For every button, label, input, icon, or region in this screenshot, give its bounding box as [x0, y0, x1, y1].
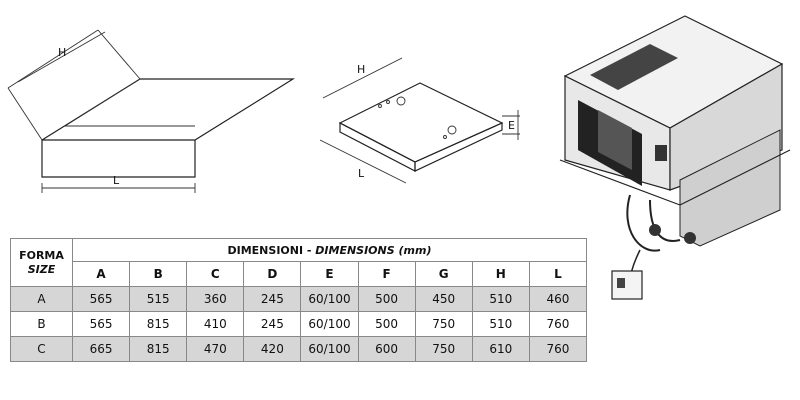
column-header: C	[186, 261, 245, 287]
table-cell: 60/100	[300, 286, 359, 312]
table-cell: 60/100	[300, 336, 359, 362]
table-cell: 420	[243, 336, 302, 362]
row-label: B	[10, 311, 73, 337]
dimensions-table: FORMA SIZE DIMENSIONI - DIMENSIONS (mm) …	[10, 238, 588, 362]
table-cell: 600	[357, 336, 416, 362]
table-cell: 750	[414, 311, 473, 337]
table-cell: 450	[414, 286, 473, 312]
table-cell: 815	[129, 336, 188, 362]
forma-size-header: FORMA SIZE	[10, 238, 73, 287]
table-cell: 510	[471, 286, 530, 312]
row-label: A	[10, 286, 73, 312]
table-cell: 515	[129, 286, 188, 312]
forma-label: FORMA	[19, 248, 64, 262]
table-cell: 610	[471, 336, 530, 362]
table-row: C 665 815 470 420 60/100 600 750 610 760	[10, 336, 588, 362]
panel-diagram: H L E	[319, 57, 520, 184]
dimensions-label-italic: DIMENSIONS (mm)	[315, 243, 432, 257]
tray-diagram: H L	[7, 29, 296, 193]
table-cell: 760	[528, 311, 588, 337]
table-row: B 565 815 410 245 60/100 500 750 510 760	[10, 311, 588, 337]
table-cell: 665	[71, 336, 131, 362]
size-label: SIZE	[27, 262, 56, 276]
panel-l-label: L	[358, 167, 365, 180]
column-header: D	[243, 261, 302, 287]
table-cell: 500	[357, 311, 416, 337]
table-cell: 410	[186, 311, 245, 337]
table-cell: 360	[186, 286, 245, 312]
panel-e-label: E	[508, 119, 515, 132]
column-header: A	[71, 261, 131, 287]
tray-h-label: H	[58, 46, 66, 59]
column-header: G	[414, 261, 473, 287]
table-cell: 815	[129, 311, 188, 337]
column-headers: A B C D E F G H L	[11, 261, 588, 287]
table-row: A 565 515 360 245 60/100 500 450 510 460	[10, 286, 588, 312]
table-cell: 565	[71, 311, 131, 337]
dimensions-label: DIMENSIONI -	[227, 243, 316, 257]
row-label: C	[10, 336, 73, 362]
tray-l-label: L	[113, 174, 120, 187]
table-cell: 565	[71, 286, 131, 312]
table-cell: 750	[414, 336, 473, 362]
table-cell: 245	[243, 286, 302, 312]
table-cell: 500	[357, 286, 416, 312]
column-header: E	[300, 261, 359, 287]
table-cell: 60/100	[300, 311, 359, 337]
column-header: L	[528, 261, 588, 287]
column-header: B	[129, 261, 188, 287]
column-header: F	[357, 261, 416, 287]
table-cell: 470	[186, 336, 245, 362]
column-header: H	[471, 261, 530, 287]
table-cell: 760	[528, 336, 588, 362]
dimensions-header: DIMENSIONI - DIMENSIONS (mm)	[72, 238, 587, 262]
unit-illustration	[559, 15, 791, 300]
table-cell: 245	[243, 311, 302, 337]
panel-h-label: H	[357, 63, 365, 76]
table-cell: 460	[528, 286, 588, 312]
table-cell: 510	[471, 311, 530, 337]
